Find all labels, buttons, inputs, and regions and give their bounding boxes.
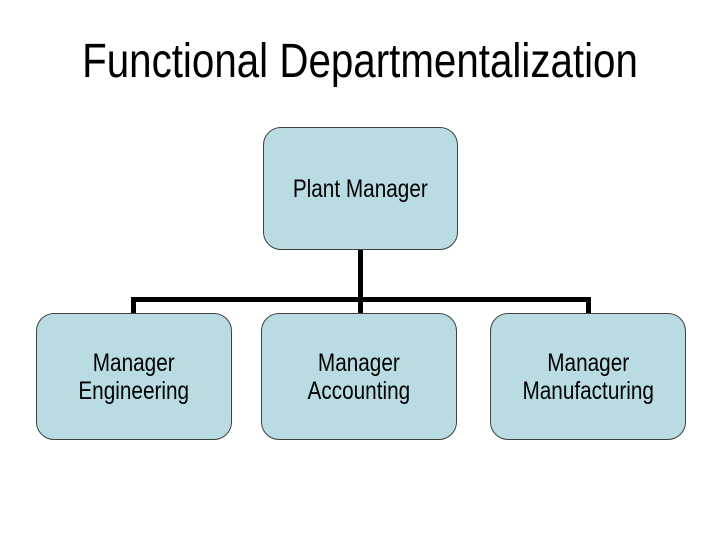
- org-node-manager-accounting: Manager Accounting: [261, 313, 457, 440]
- connector-drop-accounting: [358, 297, 363, 315]
- org-node-label-line2: Engineering: [78, 376, 190, 405]
- org-node-label: Manager Accounting: [308, 349, 411, 405]
- org-node-label-line1: Manager: [93, 348, 175, 377]
- org-node-manager-manufacturing: Manager Manufacturing: [490, 313, 686, 440]
- org-node-label-line1: Manager: [318, 348, 400, 377]
- org-node-label: Manager Engineering: [79, 349, 190, 405]
- org-node-plant-manager: Plant Manager: [263, 127, 458, 250]
- connector-drop-engineering: [131, 297, 136, 315]
- org-node-label-line1: Manager: [547, 348, 629, 377]
- org-node-manager-engineering: Manager Engineering: [36, 313, 232, 440]
- slide-title: Functional Departmentalization: [82, 35, 638, 88]
- connector-drop-manufacturing: [586, 297, 591, 315]
- connector-root-stem: [358, 248, 363, 302]
- org-node-label-line2: Accounting: [307, 376, 411, 405]
- org-node-label: Plant Manager: [293, 174, 428, 203]
- org-node-label-line2: Manufacturing: [522, 376, 654, 405]
- org-node-label: Manager Manufacturing: [522, 349, 654, 405]
